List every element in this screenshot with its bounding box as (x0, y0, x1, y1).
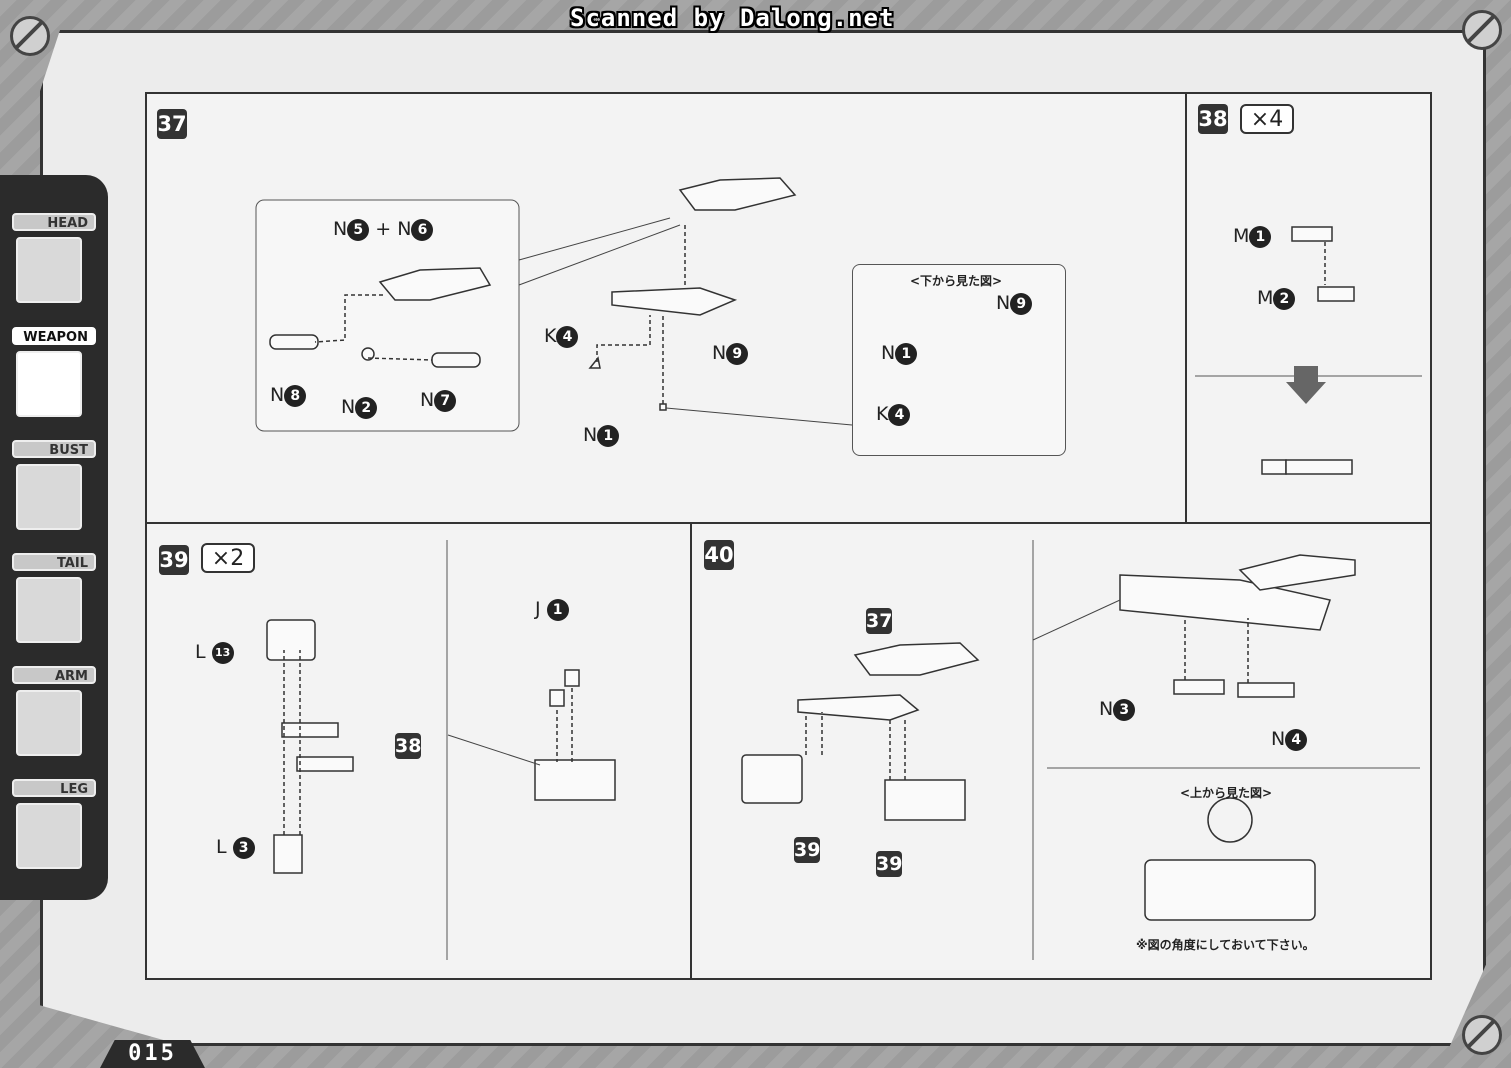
sidebar-tab-leg[interactable]: LEG (10, 779, 102, 879)
sidebar-tab-weapon[interactable]: WEAPON (10, 327, 102, 427)
step-number-37: 37 (157, 109, 187, 139)
angle-note: ※図の角度にしておいて下さい。 (1136, 938, 1315, 952)
part-number-badge: 3 (232, 836, 255, 859)
step-reference-39: 39 (876, 851, 903, 877)
bottom-view-callout (852, 264, 1066, 456)
weapon-part-icon (16, 351, 82, 417)
part-letter: L (216, 836, 227, 858)
part-letter: M (1257, 287, 1274, 309)
part-number-badge: 1 (1249, 225, 1272, 248)
part-letter: M (1233, 225, 1250, 247)
sidebar-tab-label: WEAPON (12, 327, 96, 345)
part-letter: N (712, 342, 727, 364)
part-letter: N (420, 389, 435, 411)
part-label-l13: L 13 (195, 641, 234, 664)
part-number-badge: 4 (888, 403, 911, 426)
part-letter: J (535, 598, 541, 620)
part-label-j1: J 1 (535, 598, 569, 621)
part-number-badge: 5 (347, 218, 370, 241)
part-number-badge: 2 (355, 396, 378, 419)
step-number-38: 38 (1198, 104, 1228, 134)
bolt-icon (1462, 10, 1502, 50)
top-view-title: <上から見た図> (1180, 786, 1273, 800)
step-number-40: 40 (704, 540, 734, 570)
part-letter: N (996, 292, 1011, 314)
part-letter: N (341, 396, 356, 418)
sidebar-tab-label: ARM (12, 666, 96, 684)
sidebar-tab-label: BUST (12, 440, 96, 458)
bottom-view-title: <下から見た図> (910, 274, 1003, 288)
part-letter: N (583, 424, 598, 446)
sidebar-tab-tail[interactable]: TAIL (10, 553, 102, 653)
part-number-badge: 2 (1273, 287, 1296, 310)
plus-sign: + (375, 218, 392, 240)
part-number-badge: 9 (726, 342, 749, 365)
part-letter: N (270, 384, 285, 406)
scan-credit: Scanned by Dalong.net (570, 4, 895, 32)
step-number-39: 39 (159, 545, 189, 575)
sidebar-tab-bust[interactable]: BUST (10, 440, 102, 540)
instructions-panel (145, 92, 1432, 980)
part-number-badge: 1 (597, 424, 620, 447)
part-letter: N (397, 218, 412, 240)
part-letter: K (876, 403, 889, 425)
part-number-badge: 1 (546, 598, 569, 621)
quantity-multiplier: ×2 (201, 543, 255, 573)
part-number-badge: 13 (211, 641, 234, 664)
step-reference-39: 39 (794, 837, 821, 863)
part-letter: N (881, 342, 896, 364)
leg-part-icon (16, 803, 82, 869)
quantity-multiplier: ×4 (1240, 104, 1294, 134)
sidebar-tab-label: LEG (12, 779, 96, 797)
part-number-badge: 7 (434, 389, 457, 412)
part-number-badge: 4 (1285, 728, 1308, 751)
sidebar-tab-head[interactable]: HEAD (10, 213, 102, 313)
part-label-l3: L 3 (216, 836, 255, 859)
head-part-icon (16, 237, 82, 303)
part-number-badge: 6 (411, 218, 434, 241)
bolt-icon (10, 16, 50, 56)
arm-part-icon (16, 690, 82, 756)
sidebar-tab-label: TAIL (12, 553, 96, 571)
tail-part-icon (16, 577, 82, 643)
part-number-badge: 9 (1010, 292, 1033, 315)
part-letter: K (544, 325, 557, 347)
page-number: 015 (100, 1040, 205, 1068)
bolt-icon (1462, 1015, 1502, 1055)
step-reference-37: 37 (866, 608, 893, 634)
sidebar-tab-arm[interactable]: ARM (10, 666, 102, 766)
part-letter: L (195, 641, 206, 663)
part-number-badge: 8 (284, 384, 307, 407)
part-number-badge: 1 (895, 342, 918, 365)
part-letter: N (333, 218, 348, 240)
bust-part-icon (16, 464, 82, 530)
part-number-badge: 4 (556, 325, 579, 348)
sidebar-tab-label: HEAD (12, 213, 96, 231)
part-number-badge: 3 (1113, 698, 1136, 721)
part-letter: N (1099, 698, 1114, 720)
part-letter: N (1271, 728, 1286, 750)
step-reference-38: 38 (395, 733, 422, 759)
